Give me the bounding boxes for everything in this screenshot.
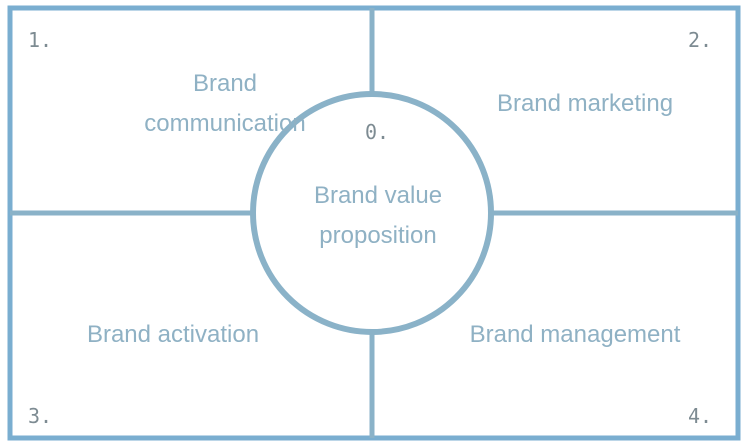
center-number: 0.	[365, 120, 390, 144]
quadrant-4-label: Brand management	[469, 321, 681, 348]
quadrant-2-label: Brand marketing	[496, 90, 674, 117]
quadrant-2-number: 2.	[688, 28, 713, 52]
center-circle	[250, 91, 494, 335]
quadrant-1-label: Brand communication	[100, 64, 350, 144]
quadrant-3-number: 3.	[28, 404, 53, 428]
quadrant-1-label-line1: Brand	[192, 70, 258, 97]
center-label: Brand value proposition	[278, 176, 478, 256]
quadrant-1-label-line2: communication	[144, 110, 306, 137]
quadrant-1-number: 1.	[28, 28, 53, 52]
quadrant-3-label: Brand activation	[86, 321, 260, 348]
quadrant-4-number: 4.	[688, 404, 713, 428]
center-label-line2: proposition	[319, 222, 437, 249]
center-label-line1: Brand value	[313, 182, 443, 209]
